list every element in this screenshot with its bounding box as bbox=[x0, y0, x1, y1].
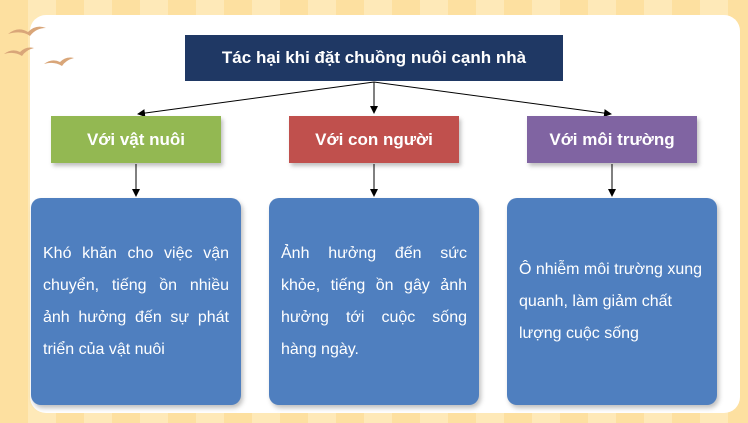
description-people-text: Ảnh hưởng đến sức khỏe, tiếng ồn gây ảnh… bbox=[281, 244, 467, 358]
description-people: Ảnh hưởng đến sức khỏe, tiếng ồn gây ảnh… bbox=[269, 198, 479, 405]
diagram-title: Tác hại khi đặt chuồng nuôi cạnh nhà bbox=[185, 35, 563, 81]
description-animals: Khó khăn cho việc vận chuyển, tiếng ồn n… bbox=[31, 198, 241, 405]
category-animals: Với vật nuôi bbox=[51, 116, 221, 163]
category-people-label: Với con người bbox=[315, 129, 433, 149]
category-environment-label: Với môi trường bbox=[549, 129, 675, 149]
description-environment: Ô nhiễm môi trường xung quanh, làm giảm … bbox=[507, 198, 717, 405]
category-environment: Với môi trường bbox=[527, 116, 697, 163]
diagram-title-text: Tác hại khi đặt chuồng nuôi cạnh nhà bbox=[221, 48, 527, 67]
category-people: Với con người bbox=[289, 116, 459, 163]
birds-decoration-icon bbox=[4, 26, 74, 66]
description-environment-text: Ô nhiễm môi trường xung quanh, làm giảm … bbox=[519, 260, 703, 342]
category-animals-label: Với vật nuôi bbox=[86, 129, 186, 149]
description-animals-text: Khó khăn cho việc vận chuyển, tiếng ồn n… bbox=[43, 244, 229, 358]
